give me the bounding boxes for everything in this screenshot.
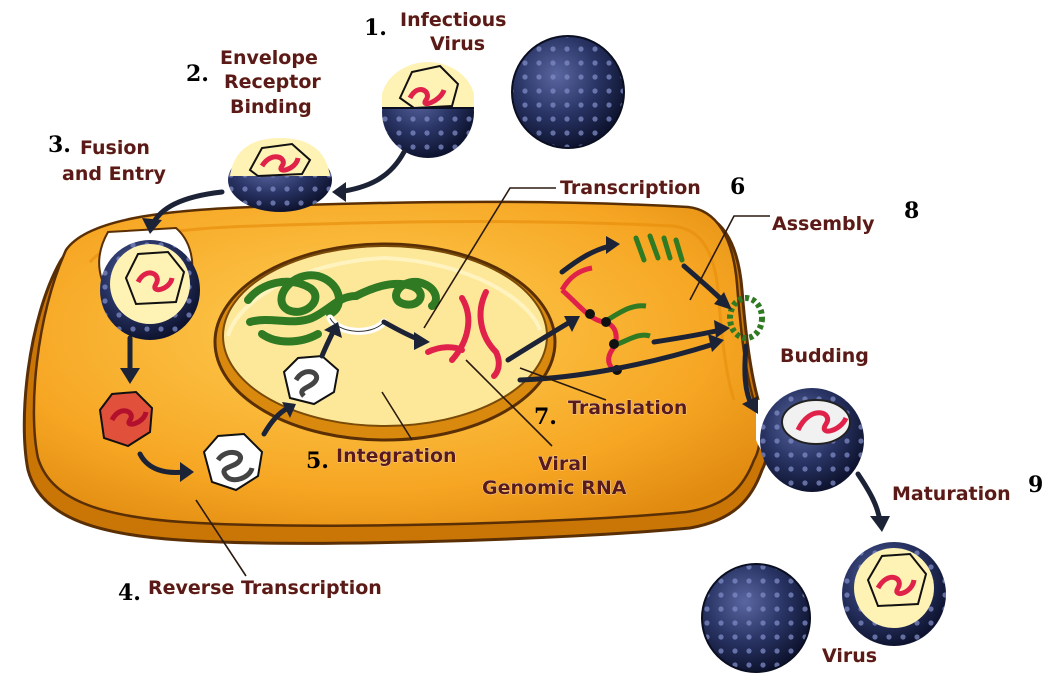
mature-virion [842,542,946,646]
budding-label: Budding [780,345,869,367]
step-2-label-line-1: Envelope [220,47,318,69]
infectious-virus [512,36,624,148]
step-5-label: Integration [336,445,457,467]
released-virus [702,564,810,672]
virion-binding [228,138,332,212]
step-1-number: 1. [364,15,387,41]
step-3-label-line-2: and Entry [62,163,167,185]
virus-label: Virus [822,645,877,667]
step-4-label: Reverse Transcription [148,577,382,599]
step-3-label-line-1: Fusion [80,137,150,159]
virion-cutaway-1 [382,62,474,158]
viral-rna-label-line-1: Viral [538,453,588,475]
budding-virion [760,388,864,492]
step-8-label: Assembly [772,213,875,235]
viral-rna-label-line-2: Genomic RNA [482,477,627,499]
step-3-number: 3. [48,132,71,158]
step-2-label-line-2: Receptor [224,71,321,93]
virion-fusion [100,240,200,340]
step-9-number: 9 [1028,472,1043,498]
step-7-number: 7. [534,404,557,430]
nucleus [215,244,555,440]
step-4-number: 4. [118,580,141,606]
step-6-number: 6 [730,174,745,200]
step-5-number: 5. [306,448,329,474]
step-8-number: 8 [904,198,919,224]
step-9-label: Maturation [892,483,1011,505]
step-2-label-line-3: Binding [230,96,312,118]
step-2-number: 2. [186,61,209,87]
step-6-label: Transcription [560,177,701,199]
step-1-label-line-1: Infectious [400,9,507,31]
step-1-label-line-2: Virus [430,33,485,55]
step-7-label: Translation [568,397,687,419]
